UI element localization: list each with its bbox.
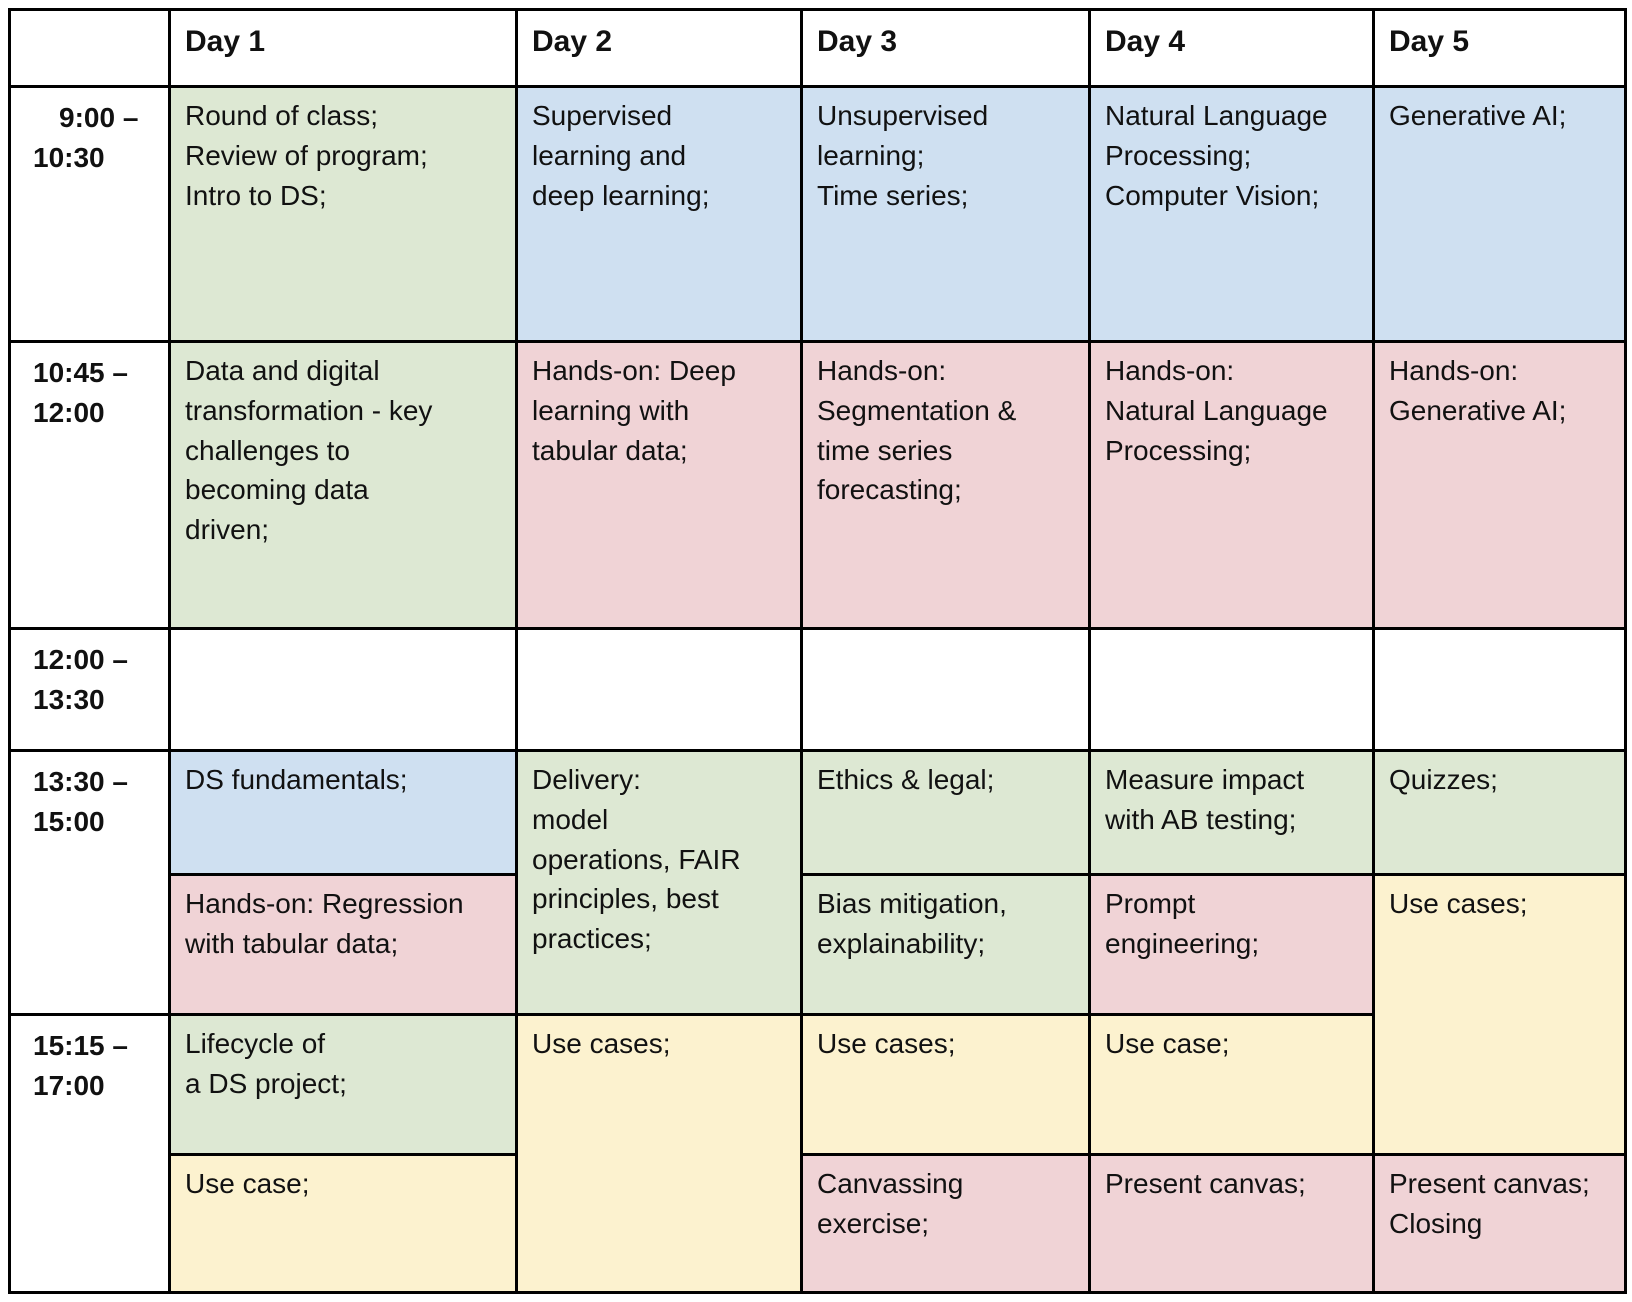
cell-day4-lunch [1091, 630, 1372, 749]
cell-day2-morning1: Supervised learning and deep learning; [518, 88, 800, 340]
cell-day1-morning1: Round of class; Review of program; Intro… [171, 88, 515, 340]
cell-day3-afternoon1-bottom: Bias mitigation, explainability; [803, 876, 1088, 1013]
cell-day5-afternoon1-top: Quizzes; [1375, 752, 1624, 873]
cell-day4-morning2: Hands-on: Natural Language Processing; [1091, 343, 1372, 627]
cell-day1-afternoon1-bottom: Hands-on: Regression with tabular data; [171, 876, 515, 1013]
cell-day1-afternoon1-top: DS fundamentals; [171, 752, 515, 873]
cell-day5-morning2: Hands-on: Generative AI; [1375, 343, 1624, 627]
cell-day3-afternoon1-top: Ethics & legal; [803, 752, 1088, 873]
time-slot-0900-1030: 9:00 – 10:30 [11, 88, 168, 340]
day5-header: Day 5 [1375, 11, 1624, 85]
cell-day4-afternoon1-bottom: Prompt engineering; [1091, 876, 1372, 1013]
cell-day5-morning1: Generative AI; [1375, 88, 1624, 340]
day3-header: Day 3 [803, 11, 1088, 85]
cell-day2-afternoon2: Use cases; [518, 1016, 800, 1291]
time-slot-1330-1500: 13:30 – 15:00 [11, 752, 168, 1013]
day2-header: Day 2 [518, 11, 800, 85]
cell-day4-afternoon2-top: Use case; [1091, 1016, 1372, 1153]
cell-day1-afternoon2-bottom: Use case; [171, 1156, 515, 1291]
cell-day5-closing: Present canvas; Closing [1375, 1156, 1624, 1291]
day4-header: Day 4 [1091, 11, 1372, 85]
cell-day3-afternoon2-top: Use cases; [803, 1016, 1088, 1153]
cell-day2-afternoon1: Delivery: model operations, FAIR princip… [518, 752, 800, 1013]
schedule-table: Day 1 Day 2 Day 3 Day 4 Day 5 9:00 – 10:… [8, 8, 1627, 1294]
cell-day3-morning2: Hands-on: Segmentation & time series for… [803, 343, 1088, 627]
time-slot-1515-1700: 15:15 – 17:00 [11, 1016, 168, 1291]
cell-day5-lunch [1375, 630, 1624, 749]
cell-day1-morning2: Data and digital transformation - key ch… [171, 343, 515, 627]
cell-day3-lunch [803, 630, 1088, 749]
cell-day5-usecases-span: Use cases; [1375, 876, 1624, 1153]
cell-day2-lunch [518, 630, 800, 749]
corner-cell [11, 11, 168, 85]
cell-day4-morning1: Natural Language Processing; Computer Vi… [1091, 88, 1372, 340]
time-slot-1200-1330: 12:00 – 13:30 [11, 630, 168, 749]
cell-day1-afternoon2-top: Lifecycle of a DS project; [171, 1016, 515, 1153]
cell-day1-lunch [171, 630, 515, 749]
day1-header: Day 1 [171, 11, 515, 85]
time-slot-1045-1200: 10:45 – 12:00 [11, 343, 168, 627]
cell-day3-afternoon2-bottom: Canvassing exercise; [803, 1156, 1088, 1291]
cell-day4-afternoon2-bottom: Present canvas; [1091, 1156, 1372, 1291]
cell-day2-morning2: Hands-on: Deep learning with tabular dat… [518, 343, 800, 627]
cell-day4-afternoon1-top: Measure impact with AB testing; [1091, 752, 1372, 873]
cell-day3-morning1: Unsupervised learning; Time series; [803, 88, 1088, 340]
